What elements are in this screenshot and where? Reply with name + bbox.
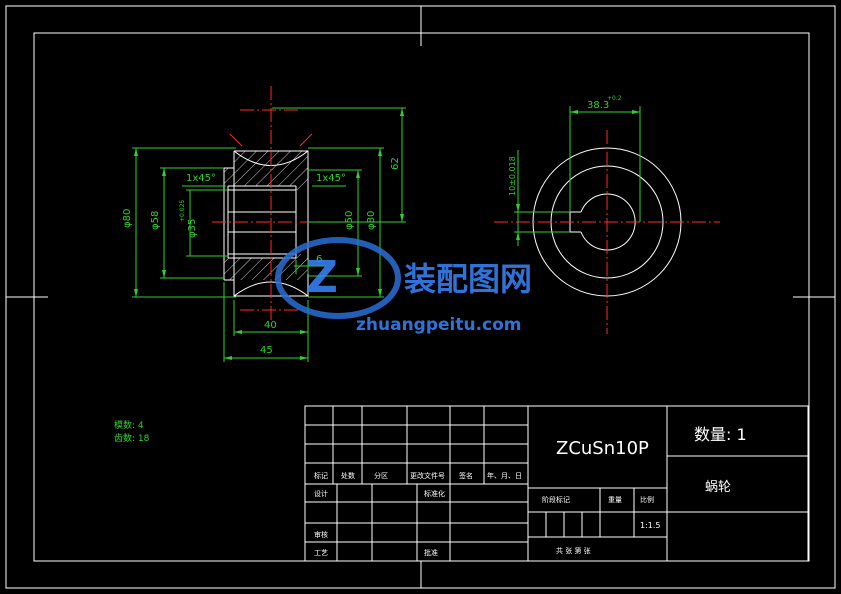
watermark-logo-icon xyxy=(275,237,401,319)
dim-phi50: φ50 xyxy=(344,211,355,230)
label-mark: 标记 xyxy=(314,471,328,480)
label-zone: 分区 xyxy=(374,471,388,480)
scale-value: 1:1.5 xyxy=(640,521,661,530)
label-designer: 设计 xyxy=(314,489,328,498)
dim-40: 40 xyxy=(264,320,277,331)
dim-phi58: φ58 xyxy=(150,211,161,230)
dimension-arrows xyxy=(134,108,404,360)
label-standardize: 标准化 xyxy=(424,489,445,498)
end-view-dimensions xyxy=(514,106,641,246)
chamfer-right: 1x45° xyxy=(316,173,346,184)
hatch-upper xyxy=(224,151,308,190)
label-review: 审核 xyxy=(314,530,328,539)
label-signature: 签名 xyxy=(459,471,473,480)
centering-marks xyxy=(6,6,835,588)
watermark-url: zhuangpeitu.com xyxy=(356,315,522,335)
label-date: 年、月、日 xyxy=(487,471,522,480)
watermark: Z xyxy=(275,237,401,319)
label-weight: 重量 xyxy=(608,496,622,504)
chamfer-left: 1x45° xyxy=(186,173,216,184)
keyway-width: 10±0.018 xyxy=(508,156,517,196)
dim-45: 45 xyxy=(260,345,273,356)
dimension-lines xyxy=(132,107,406,362)
end-view-texts: 38.3 +0.2 10±0.018 xyxy=(508,95,622,196)
label-stage-mark: 阶段标记 xyxy=(542,495,570,504)
dim-phi35: φ35 xyxy=(187,219,198,238)
label-approve: 批准 xyxy=(424,548,438,557)
dim-6: 6 xyxy=(316,254,322,265)
dim-phi80-right: φ80 xyxy=(366,211,377,230)
end-view xyxy=(494,130,720,334)
label-scale: 比例 xyxy=(640,495,654,504)
watermark-logo-z: Z xyxy=(306,252,338,303)
dim-phi80-left: φ80 xyxy=(122,209,133,228)
label-change-doc: 更改文件号 xyxy=(410,471,445,480)
dim-phi35-tol: +0.025 xyxy=(179,200,186,222)
keyway-tol: +0.2 xyxy=(607,95,622,102)
label-process: 工艺 xyxy=(314,549,328,557)
note-teeth: 齿数: 18 xyxy=(114,432,150,444)
part-name: 蜗轮 xyxy=(705,479,731,495)
title-block xyxy=(304,405,809,562)
sheet-count: 共 张 第 张 xyxy=(556,546,591,555)
label-count: 处数 xyxy=(341,471,355,480)
end-view-arrows xyxy=(516,110,640,240)
note-modulus: 模数: 4 xyxy=(114,419,144,431)
quantity: 数量: 1 xyxy=(694,425,747,444)
dim-62: 62 xyxy=(390,157,401,170)
material: ZCuSn10P xyxy=(556,438,649,459)
watermark-cn: 装配图网 xyxy=(404,260,532,298)
dimension-texts: φ80 φ58 φ35 +0.025 φ50 φ80 62 40 45 6 1x… xyxy=(122,157,401,356)
keyway-depth: 38.3 xyxy=(587,100,609,111)
